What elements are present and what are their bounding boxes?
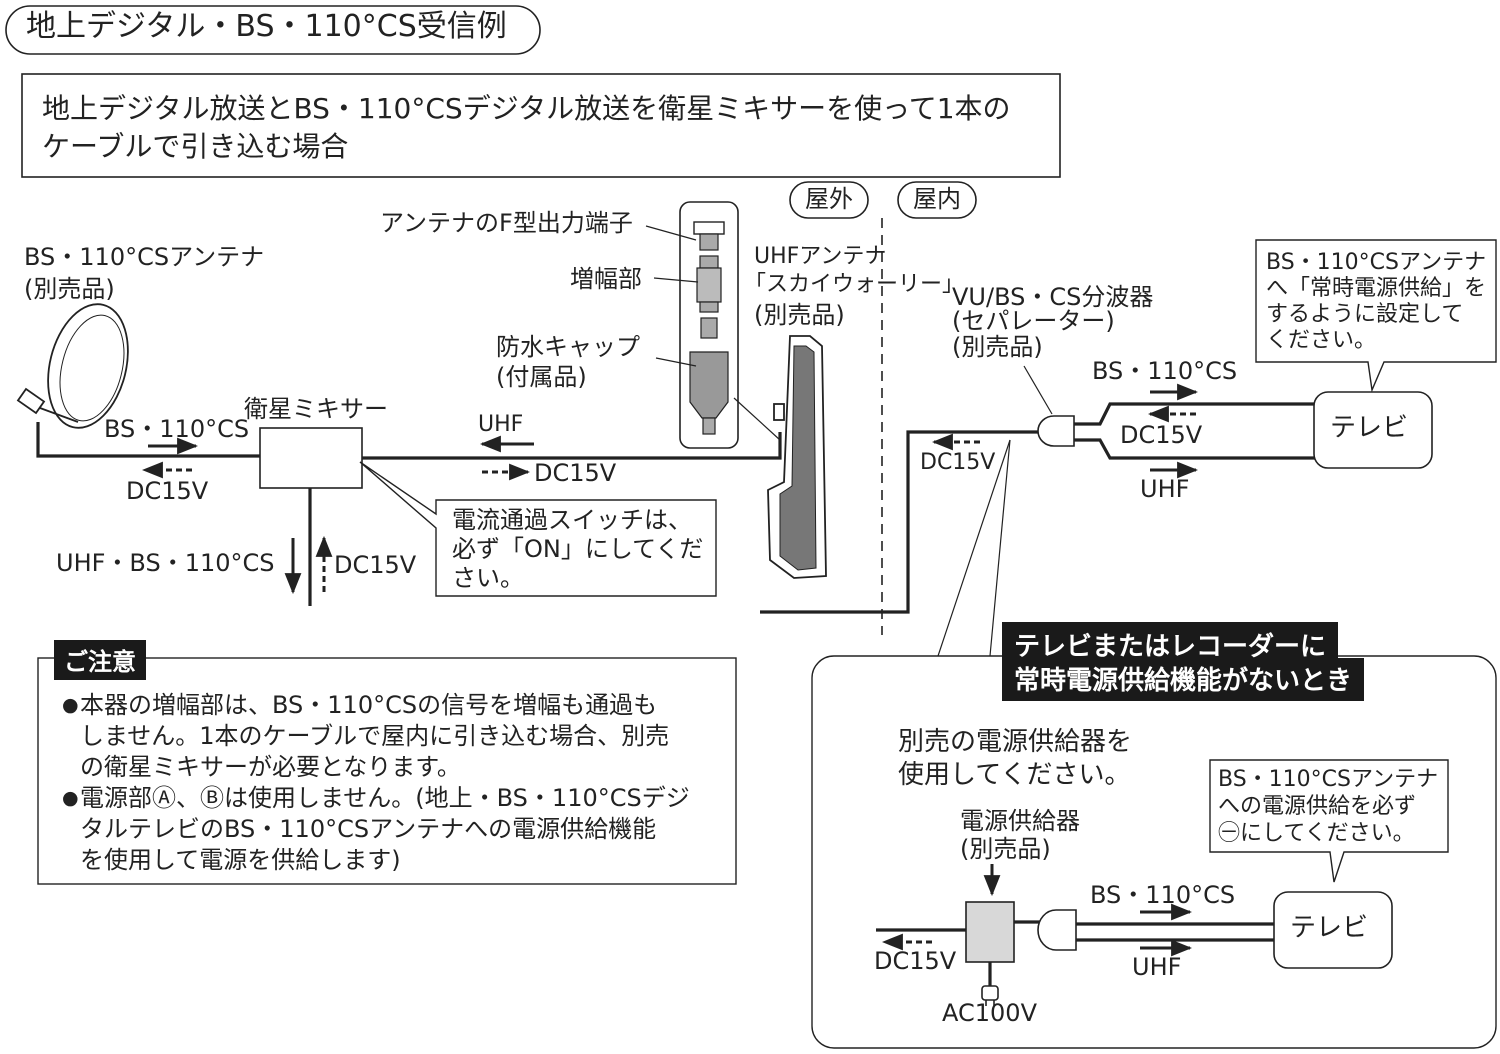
page-title: 地上デジタル・BS・110°CS受信例	[26, 9, 507, 44]
switch-note-frame	[359, 461, 717, 597]
zone-indoor: 屋内	[913, 185, 961, 213]
tv-bottom-box	[1273, 891, 1393, 969]
tv-note-frame	[1255, 239, 1497, 393]
pointer-uhf-panel	[733, 397, 781, 441]
indoor-pill	[897, 181, 977, 219]
waterproof-cap-label: 防水キャップ	[496, 333, 640, 361]
caution-item: 本器の増幅部は、BS・110°CSの信号を増幅も通過も しません。1本のケーブル…	[62, 690, 690, 783]
main-cable	[36, 402, 1318, 614]
inserter-uhf-signal: UHF	[1132, 953, 1182, 981]
uhf-antenna-parts-panel	[679, 201, 739, 449]
uhf-antenna-sub: (別売品)	[754, 301, 845, 329]
title-frame	[5, 5, 541, 55]
no-power-heading-line2: 常時電源供給機能がないとき	[1002, 658, 1365, 701]
uhf-antenna-name: UHFアンテナ	[754, 244, 887, 269]
mixer-left-signal: BS・110°CS	[104, 415, 250, 443]
pointer-waterproof-cap	[655, 357, 697, 367]
inserter-ac: AC100V	[942, 999, 1037, 1027]
inserter-name: 電源供給器	[960, 807, 1080, 835]
satellite-mixer-box	[259, 427, 363, 489]
uhf-antenna-icon	[767, 335, 827, 579]
switch-note: 電流通過スイッチは、 必ず「ON」にしてくだ さい。	[452, 506, 704, 592]
pointer-amplifier	[653, 277, 699, 283]
mixer-left-power: DC15V	[126, 477, 209, 505]
mixer-down-power: DC15V	[334, 551, 417, 579]
caution-list: 本器の増幅部は、BS・110°CSの信号を増幅も通過も しません。1本のケーブル…	[62, 690, 690, 876]
inserter-sub: (別売品)	[960, 835, 1051, 863]
inserter-note-frame	[1209, 759, 1449, 883]
intro-text: 地上デジタル放送とBS・110°CSデジタル放送を衛星ミキサーを使って1本の ケ…	[42, 92, 1011, 164]
pointer-no-power	[937, 439, 1011, 657]
separator-sub: (別売品)	[952, 333, 1043, 361]
intro-frame	[21, 73, 1061, 178]
bs-antenna-sub: (別売品)	[24, 275, 115, 303]
mixer-name: 衛星ミキサー	[244, 395, 388, 423]
inserter-bs-signal: BS・110°CS	[1090, 881, 1236, 909]
pointer-output-terminal	[645, 225, 697, 241]
pointer-no-power-2	[989, 439, 1011, 657]
caution-heading: ご注意	[54, 640, 146, 680]
tv-bottom-label: テレビ	[1290, 913, 1369, 943]
separator-input-power: DC15V	[920, 450, 996, 475]
waterproof-cap-sub: (付属品)	[496, 363, 587, 391]
tv-top-box	[1313, 391, 1433, 469]
no-power-instruction: 別売の電源供給器を 使用してください。	[898, 727, 1133, 790]
amplifier-label: 増幅部	[570, 265, 642, 293]
bs-antenna-dish-icon	[16, 303, 129, 429]
tv-top-bs-signal: BS・110°CS	[1092, 357, 1238, 385]
bs-antenna-name: BS・110°CSアンテナ	[24, 243, 265, 271]
mixer-down-signal: UHF・BS・110°CS	[56, 549, 275, 577]
inserter-note: BS・110°CSアンテナ への電源供給を必ず ㊀にしてください。	[1218, 767, 1439, 846]
uhf-antenna-model: 「スカイウォーリー」	[744, 272, 965, 297]
outdoor-pill	[789, 181, 869, 219]
ac-plug-icon	[981, 985, 999, 1006]
zone-outdoor: 屋外	[805, 185, 853, 213]
tv-top-uhf-signal: UHF	[1140, 475, 1190, 503]
tv-top-label: テレビ	[1330, 413, 1409, 443]
inserter-power: DC15V	[874, 947, 957, 975]
output-terminal-label: アンテナのF型出力端子	[380, 209, 633, 237]
pointer-separator	[1023, 365, 1053, 415]
mixer-right-signal: UHF	[478, 412, 524, 437]
power-inserter-box	[965, 901, 1015, 963]
no-power-heading-line1: テレビまたはレコーダーに	[1002, 622, 1339, 665]
separator-name: VU/BS・CS分波器	[952, 283, 1154, 311]
separator-plug-icon	[1037, 415, 1075, 447]
tv-top-power: DC15V	[1120, 421, 1203, 449]
inserter-plug-icon	[1037, 909, 1077, 951]
mixer-right-power: DC15V	[534, 459, 617, 487]
caution-item: 電源部Ⓐ、Ⓑは使用しません。(地上・BS・110°CSデジ タルテレビのBS・1…	[62, 783, 690, 876]
separator-alias: (セパレーター)	[952, 307, 1115, 335]
tv-top-note: BS・110°CSアンテナ へ「常時電源供給」を するように設定して ください。	[1266, 250, 1487, 353]
